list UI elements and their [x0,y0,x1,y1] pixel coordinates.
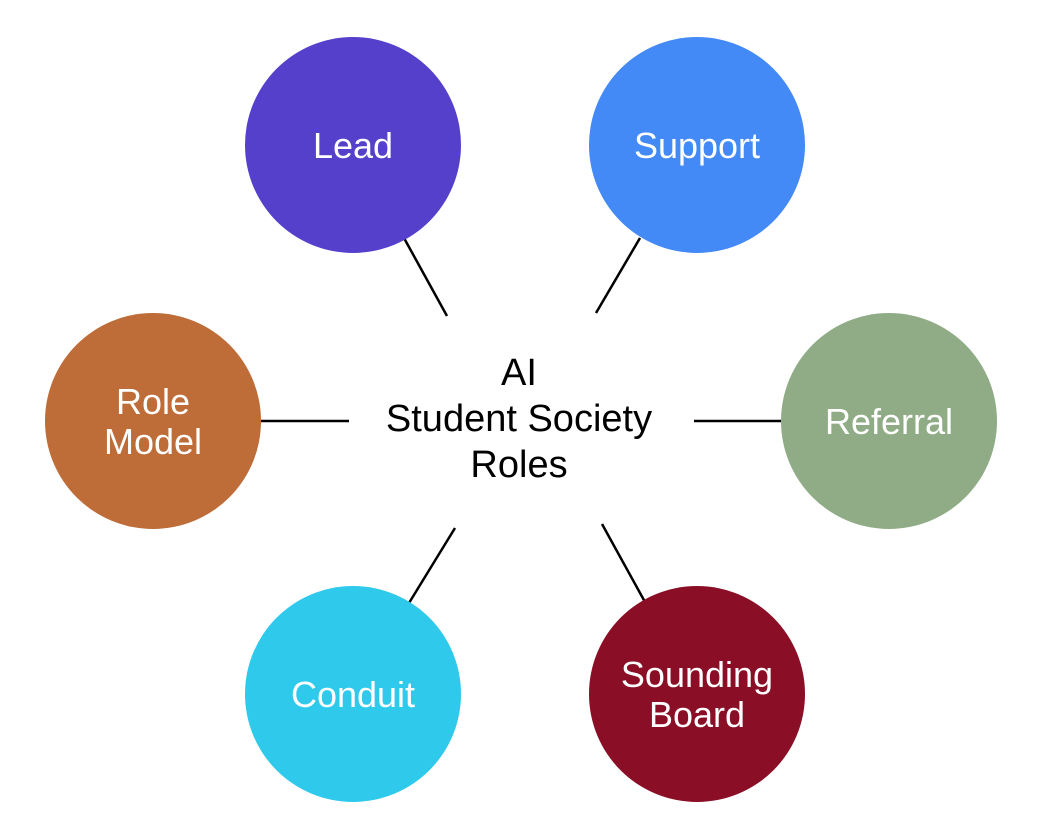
node-referral: Referral [781,313,997,529]
node-circle-referral [781,313,997,529]
node-label-line: Sounding [621,654,773,695]
node-support: Support [589,37,805,253]
center-label-line: Roles [470,444,567,486]
connector-conduit [407,527,457,604]
node-label-line: Referral [825,401,953,442]
node-circle-role-model [45,313,261,529]
node-label-lead: Lead [313,125,393,166]
node-label-conduit: Conduit [291,674,415,715]
node-conduit: Conduit [245,586,461,802]
connectors [261,237,782,604]
node-label-line: Conduit [291,674,415,715]
node-label-support: Support [634,125,760,166]
node-lead: Lead [245,37,461,253]
node-circle-support [589,37,805,253]
node-circle-sounding-board [589,586,805,802]
connector-lead [402,237,449,317]
node-circle-lead [245,37,461,253]
center-label-line: Student Society [386,398,652,440]
connector-support [594,237,642,314]
connector-sounding-board [600,523,647,603]
node-label-line: Lead [313,125,393,166]
node-label-line: Role [116,381,190,422]
node-label-line: Board [649,694,745,735]
node-label-referral: Referral [825,401,953,442]
node-label-line: Support [634,125,760,166]
center-label-line: AI [501,352,537,394]
node-label-line: Model [104,421,202,462]
node-circle-conduit [245,586,461,802]
